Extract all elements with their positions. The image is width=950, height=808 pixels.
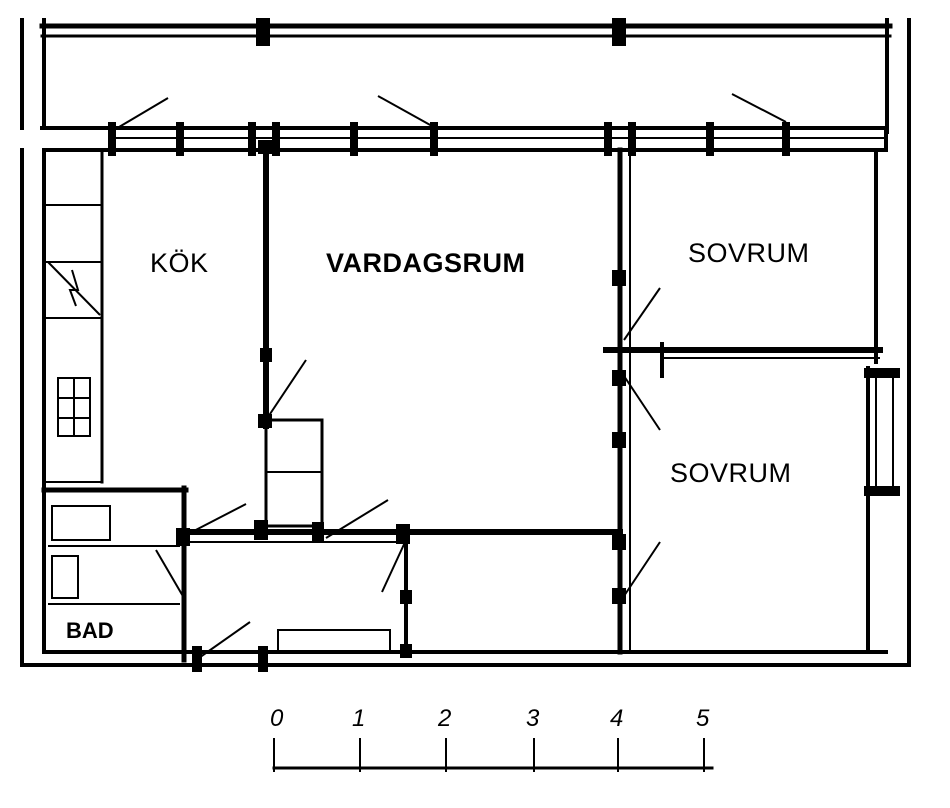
scale-tick-2: 2 <box>437 705 451 732</box>
facade-wall <box>40 93 888 156</box>
bottom-wall <box>20 621 911 672</box>
scale-tick-1: 1 <box>352 705 365 732</box>
living-bedroom-wall <box>612 147 661 655</box>
scale-tick-0: 0 <box>270 705 284 732</box>
scale-tick-3: 3 <box>526 705 540 732</box>
scale-tick-4: 4 <box>610 705 623 732</box>
room-label-living-room: VARDAGSRUM <box>326 248 526 278</box>
bedroom-partition <box>603 148 900 654</box>
bathroom-walls <box>41 485 189 663</box>
balcony <box>20 18 911 667</box>
room-label-bedroom-2: SOVRUM <box>670 458 792 488</box>
scale-tick-5: 5 <box>696 705 710 732</box>
room-label-bedroom-1: SOVRUM <box>688 238 810 268</box>
kitchen-living-wall <box>258 140 324 528</box>
hall-wall <box>176 499 623 658</box>
room-label-kitchen: KÖK <box>150 248 209 278</box>
scale-bar: 0 1 2 3 4 5 <box>270 705 714 772</box>
room-label-bathroom: BAD <box>66 618 114 643</box>
kitchen-counters <box>20 148 107 667</box>
